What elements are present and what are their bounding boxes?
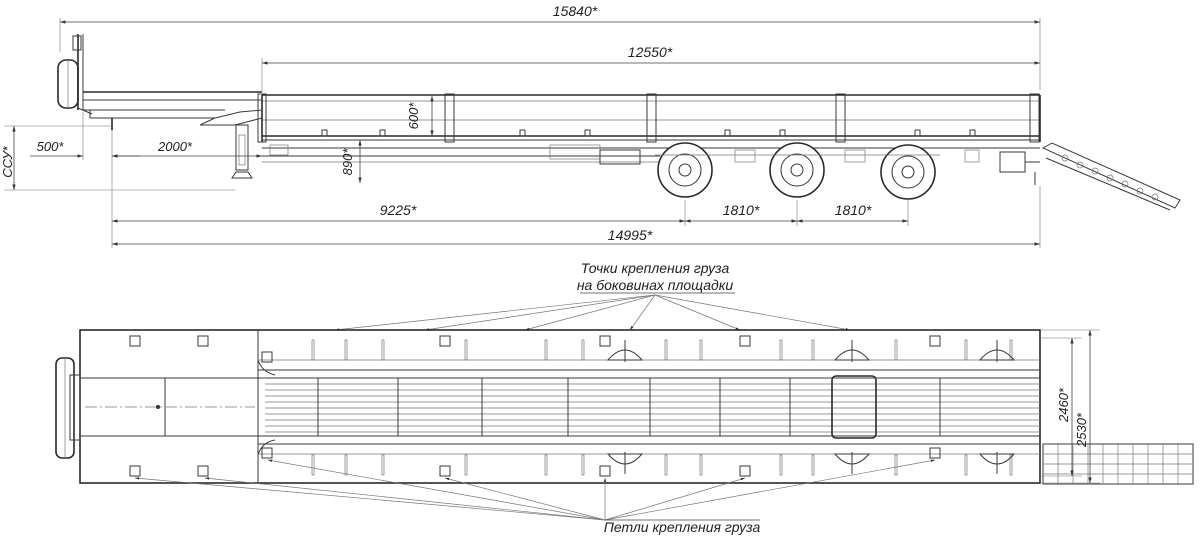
- side-posts: [257, 93, 1040, 143]
- side-rails: [257, 359, 1040, 456]
- side-dimensions: 15840* 12550* 600* 890* ССУ* 500*: [0, 3, 1041, 248]
- dim-outer-width: 2530*: [1074, 412, 1089, 448]
- axle-fittings: [606, 340, 1016, 474]
- dim-kingpin-to-axle: 9225*: [380, 202, 417, 218]
- dim-neck-length: 2000*: [157, 139, 193, 154]
- label-cargo-points-line2: на боковинах площадки: [577, 277, 734, 293]
- gooseneck-front: [57, 34, 263, 179]
- top-rear-ramp: [1042, 443, 1194, 485]
- dim-frame-length: 14995*: [608, 227, 653, 243]
- top-front-tire: [55, 357, 81, 459]
- dim-deck-height: 890*: [340, 148, 355, 176]
- label-cargo-points-line1: Точки крепления груза: [581, 260, 730, 276]
- dim-kingpin-offset: 500*: [37, 139, 65, 154]
- dim-inner-width: 2460*: [1056, 387, 1071, 423]
- platform-sides: [257, 93, 1041, 143]
- deck-crossmembers: [317, 378, 941, 436]
- stake-pockets-top: [311, 339, 1013, 361]
- cargo-loops-leaders: [134, 459, 936, 521]
- lashing-loops: [129, 335, 941, 477]
- rear-ramp: [1041, 142, 1181, 211]
- dim-platform-length: 12550*: [628, 44, 673, 60]
- top-view: Точки крепления груза на боковинах площа…: [55, 260, 1194, 535]
- top-outline: [79, 329, 1041, 484]
- side-view: 15840* 12550* 600* 890* ССУ* 500*: [0, 3, 1181, 248]
- stake-pockets-bottom: [311, 454, 1013, 476]
- wheel-2: [769, 142, 825, 198]
- label-cargo-loops: Петли крепления груза: [604, 519, 761, 535]
- cargo-points-leaders: [334, 294, 851, 331]
- dim-coupling-height: ССУ*: [0, 145, 15, 177]
- wheel-1: [657, 142, 713, 198]
- wheel-3: [880, 144, 936, 200]
- centre-plate: [831, 375, 877, 439]
- dim-axle-spacing-1: 1810*: [723, 202, 760, 218]
- dim-axle-spacing-2: 1810*: [835, 202, 872, 218]
- dim-side-height: 600*: [406, 102, 421, 130]
- axle-wheels: [655, 142, 940, 200]
- dim-overall-length: 15840*: [553, 3, 598, 19]
- deck-boards: [265, 383, 1040, 433]
- width-dimensions: 2460* 2530*: [1040, 329, 1100, 484]
